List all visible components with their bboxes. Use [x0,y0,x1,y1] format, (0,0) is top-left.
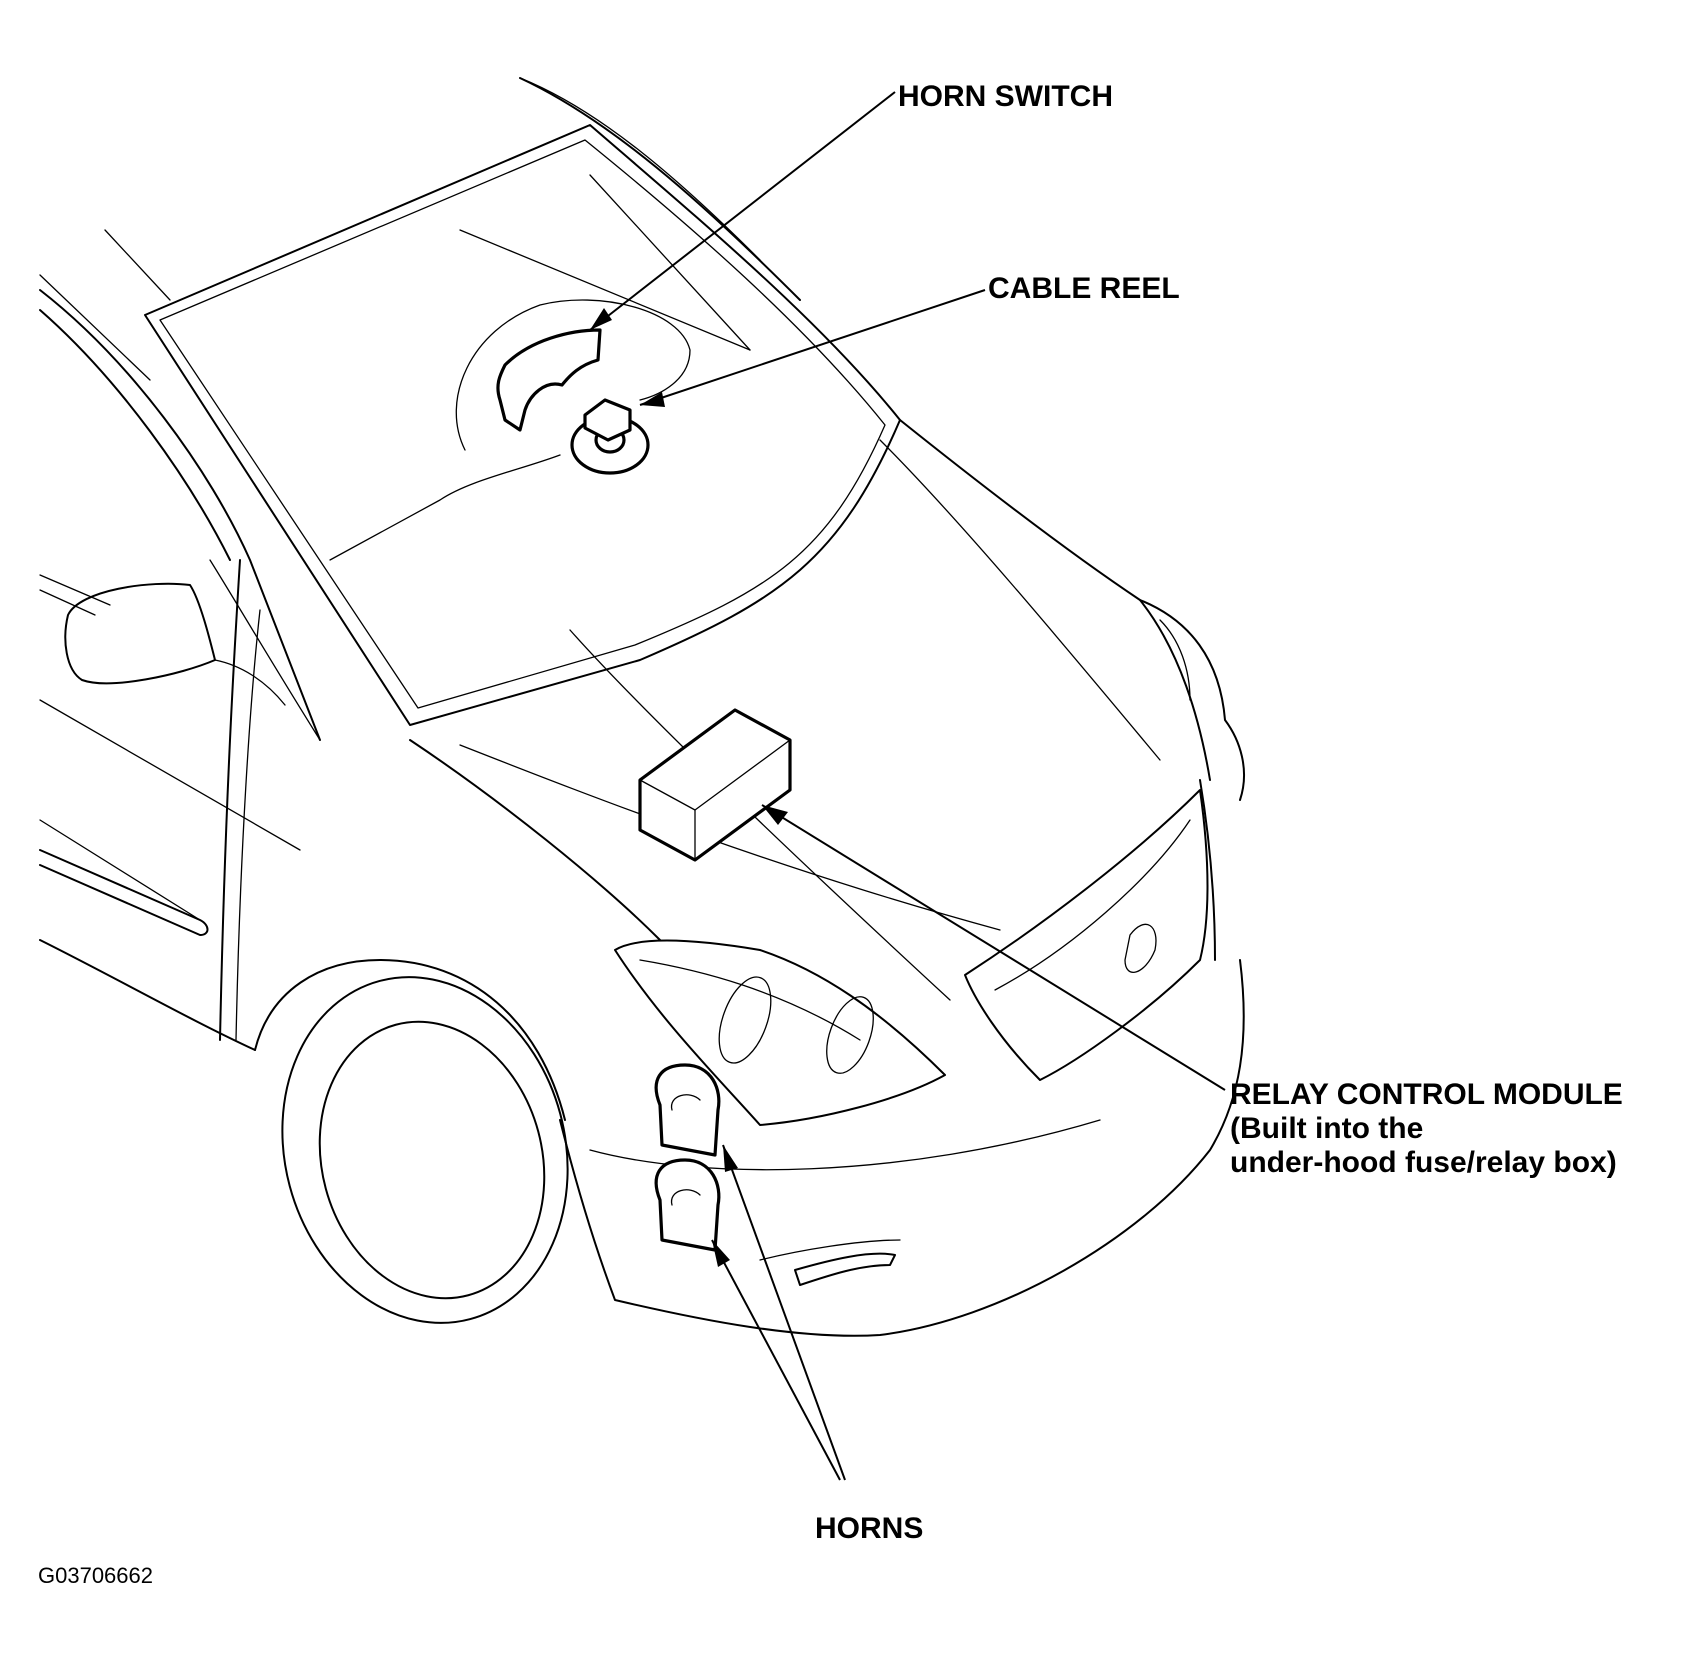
horns-label: HORNS [815,1512,923,1545]
cable-reel-arrowhead [640,392,665,407]
front-wheel-rim [318,1020,546,1300]
horn-upper-arrowhead [723,1145,738,1172]
front-tire [281,976,569,1324]
figure-code: G03706662 [38,1563,153,1588]
horn-lower-arrowhead [712,1240,730,1267]
cable-reel-label: CABLE REEL [988,272,1180,305]
horn-switch-arrowhead [590,308,612,330]
steering-wheel [455,299,691,451]
grille [964,789,1209,1081]
relay-note-line2: under-hood fuse/relay box) [1230,1146,1617,1179]
side-mirror [64,582,216,685]
wheel-arch [254,959,566,1121]
horn-lower [654,1158,721,1252]
cable-reel [570,398,650,475]
left-headlight [614,939,946,1126]
car-body-illustration [39,77,1246,1337]
hood-edge-left [409,739,661,941]
relay-control-module-label: RELAY CONTROL MODULE [1230,1078,1623,1111]
front-bumper [559,959,1245,1337]
horn-upper [654,1063,721,1157]
relay-control-module [638,708,792,862]
relay-module-arrowhead [762,805,788,825]
relay-note-line1: (Built into the [1230,1112,1423,1145]
horn-switch-label: HORN SWITCH [898,80,1113,113]
leader-lines [589,91,1226,1481]
hood-edge-right [899,419,1211,781]
horn-switch [496,328,602,432]
